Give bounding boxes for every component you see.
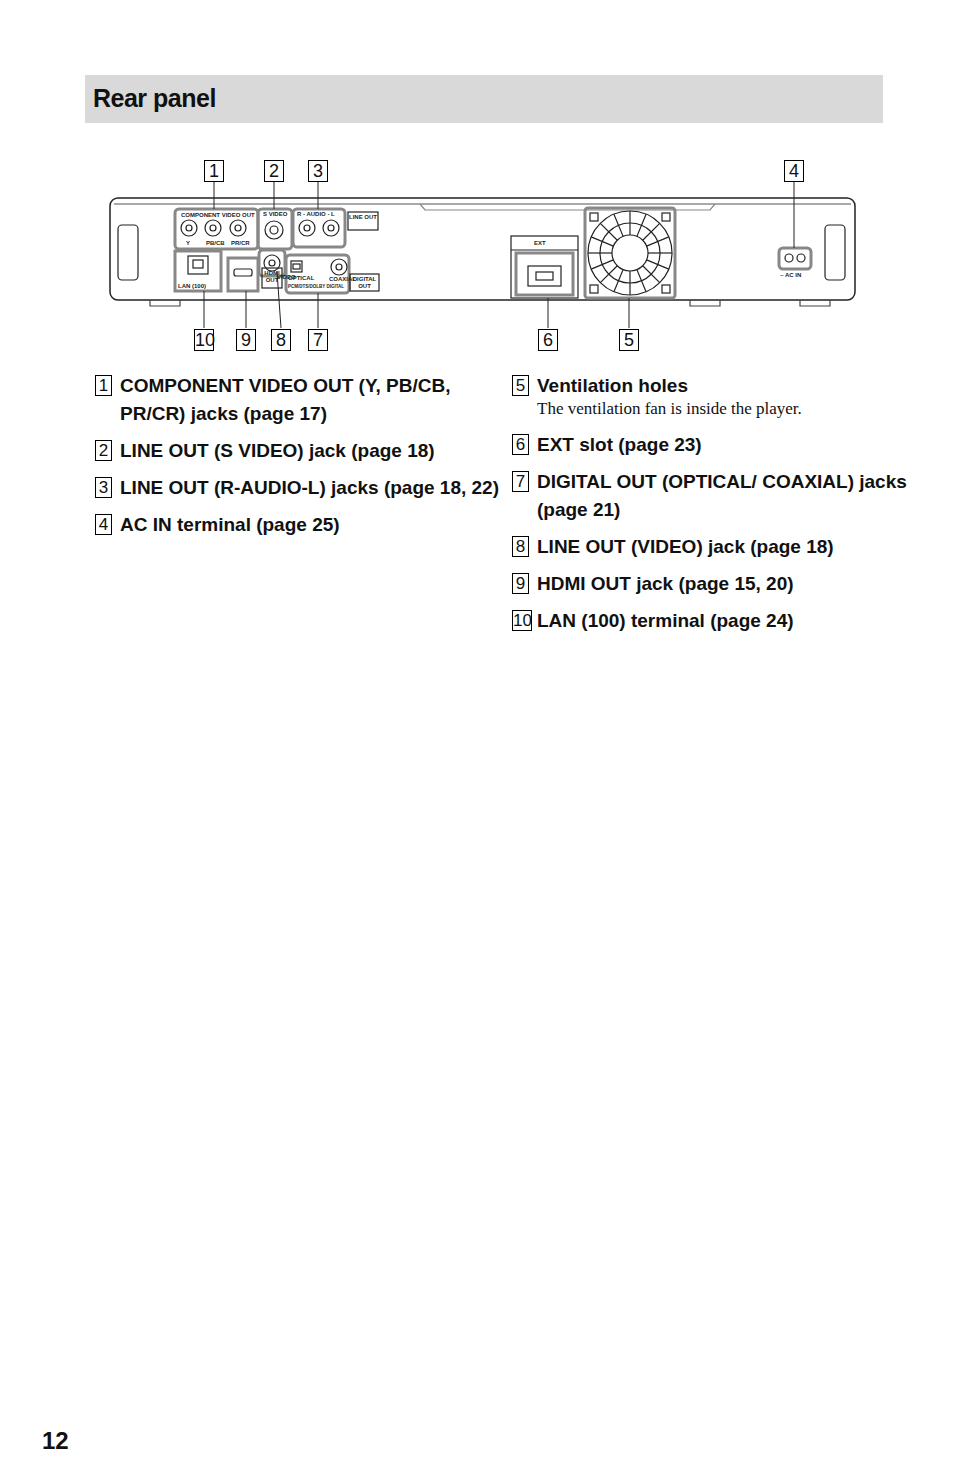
note-text: The ventilation fan is inside the player…: [537, 398, 942, 420]
ext-slot: [516, 253, 573, 295]
callout-number: 5: [619, 329, 639, 351]
part-description: LINE OUT (R-AUDIO-L) jacks (page 18, 22): [120, 474, 500, 502]
callout-text: 4: [789, 161, 799, 181]
panel-marking: COAXIAL: [329, 276, 356, 283]
part-description: LINE OUT (S VIDEO) jack (page 18): [120, 437, 500, 465]
callout-number: 6: [538, 329, 558, 351]
callout-number: 1: [95, 375, 112, 396]
digital-out-box: [350, 274, 379, 291]
callout-number: 1: [204, 160, 224, 182]
panel-marking: PR/CR: [231, 240, 250, 247]
panel-marking: DIGITAL OUT: [351, 276, 378, 290]
callout-number: 8: [271, 329, 291, 351]
callout-text: 2: [99, 441, 108, 460]
leader-lines: [204, 182, 794, 328]
callout-text: 2: [269, 161, 279, 181]
callout-number: 3: [308, 160, 328, 182]
panel-marking: PCM/DTS/DOLBY DIGITAL: [288, 283, 344, 290]
audio-group: [293, 209, 345, 247]
panel-marking: LINE OUT: [349, 214, 377, 221]
callout-text: 3: [313, 161, 323, 181]
panel-marking: LAN (100): [178, 283, 206, 290]
part-description: LAN (100) terminal (page 24): [537, 607, 942, 635]
callout-number: 4: [95, 514, 112, 535]
callout-text: 4: [99, 515, 108, 534]
callout-text: 1: [99, 376, 108, 395]
ext-group: [511, 236, 578, 298]
panel-marking: EXT: [534, 240, 546, 247]
callout-text: 10: [513, 611, 532, 630]
panel-marking: COMPONENT VIDEO OUT: [181, 212, 255, 219]
right-handle: [825, 225, 845, 280]
hdmi-group: [228, 258, 258, 291]
callout-number: 10: [194, 329, 214, 351]
line-out-box: [348, 212, 378, 230]
panel-marking: HDMI OUT: [263, 270, 281, 284]
panel-marking: R - AUDIO - L: [297, 211, 335, 218]
panel-marking: ~ AC IN: [780, 272, 801, 279]
callout-text: 7: [313, 330, 323, 350]
callout-text: 1: [209, 161, 219, 181]
callout-text: 7: [516, 472, 525, 491]
callout-number: 7: [512, 471, 529, 492]
part-description: AC IN terminal (page 25): [120, 511, 500, 539]
callout-text: 9: [241, 330, 251, 350]
part-description: Ventilation holes: [537, 372, 942, 400]
callout-number: 8: [512, 536, 529, 557]
part-description: LINE OUT (VIDEO) jack (page 18): [537, 533, 942, 561]
callout-text: 8: [276, 330, 286, 350]
callout-number: 9: [236, 329, 256, 351]
callout-text: 5: [624, 330, 634, 350]
callout-number: 3: [95, 477, 112, 498]
panel-marking: OPTICAL: [288, 275, 314, 282]
callout-number: 4: [784, 160, 804, 182]
callout-text: 6: [543, 330, 553, 350]
callout-number: 7: [308, 329, 328, 351]
callout-text: 9: [516, 574, 525, 593]
left-handle: [118, 225, 138, 280]
part-description: DIGITAL OUT (OPTICAL/ COAXIAL) jacks (pa…: [537, 468, 942, 524]
ventilation-holes: [585, 208, 675, 298]
part-description: HDMI OUT jack (page 15, 20): [537, 570, 942, 598]
ac-in-terminal: [779, 248, 811, 269]
callout-number: 9: [512, 573, 529, 594]
player-body: [110, 198, 855, 300]
callout-text: 3: [99, 478, 108, 497]
callout-text: 10: [195, 330, 215, 350]
callout-text: 8: [516, 537, 525, 556]
panel-marking: PB/CB: [206, 240, 225, 247]
callout-text: 5: [516, 376, 525, 395]
callout-number: 10: [512, 610, 532, 631]
callout-text: 6: [516, 435, 525, 454]
title-band: Rear panel: [85, 75, 883, 123]
page-number: 12: [42, 1427, 69, 1455]
s-video-group: [258, 209, 292, 249]
panel-marking: S VIDEO: [263, 211, 287, 218]
section-title: Rear panel: [93, 84, 216, 113]
callout-number: 2: [264, 160, 284, 182]
callout-number: 6: [512, 434, 529, 455]
part-description: COMPONENT VIDEO OUT (Y, PB/CB, PR/CR) ja…: [120, 372, 500, 428]
callout-number: 5: [512, 375, 529, 396]
panel-marking: Y: [186, 240, 190, 247]
component-group: [175, 209, 258, 249]
callout-number: 2: [95, 440, 112, 461]
lan-group: [175, 251, 221, 291]
part-description: EXT slot (page 23): [537, 431, 942, 459]
